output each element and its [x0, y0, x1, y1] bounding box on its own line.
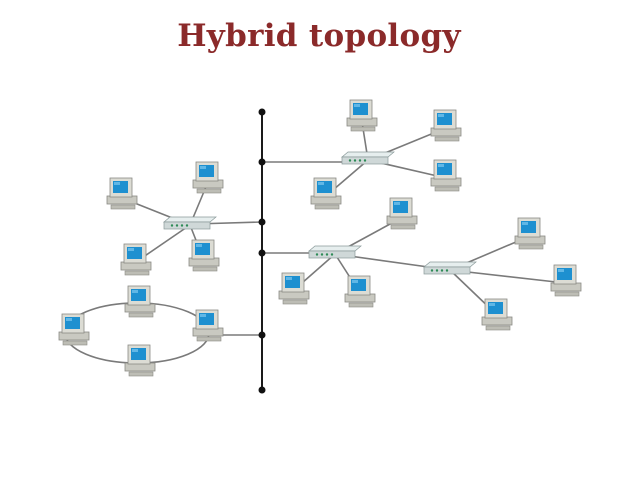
desktop-computer-icon	[125, 286, 155, 317]
desktop-computer-icon	[551, 265, 581, 296]
desktop-computer-icon	[482, 299, 512, 330]
bus-node	[259, 219, 266, 226]
network-hub-icon	[424, 262, 476, 274]
desktop-computer-icon	[107, 178, 137, 209]
desktop-computer-icon	[431, 160, 461, 191]
desktop-computer-icon	[125, 345, 155, 376]
desktop-computer-icon	[59, 314, 89, 345]
network-hub-icon	[164, 217, 216, 229]
desktop-computer-icon	[431, 110, 461, 141]
network-hub-icon	[342, 152, 394, 164]
desktop-computer-icon	[345, 276, 375, 307]
desktop-computer-icon	[193, 162, 223, 193]
bus-node	[259, 332, 266, 339]
desktop-computer-icon	[515, 218, 545, 249]
desktop-computer-icon	[279, 273, 309, 304]
desktop-computer-icon	[387, 198, 417, 229]
desktop-computer-icon	[193, 310, 223, 341]
desktop-computer-icon	[121, 244, 151, 275]
bus-node	[259, 387, 266, 394]
desktop-computer-icon	[347, 100, 377, 131]
bus-node	[259, 159, 266, 166]
network-hub-icon	[309, 246, 361, 258]
bus-node	[259, 250, 266, 257]
desktop-computer-icon	[189, 240, 219, 271]
desktop-computer-icon	[311, 178, 341, 209]
bus-node	[259, 109, 266, 116]
bus-backbone	[259, 109, 266, 394]
